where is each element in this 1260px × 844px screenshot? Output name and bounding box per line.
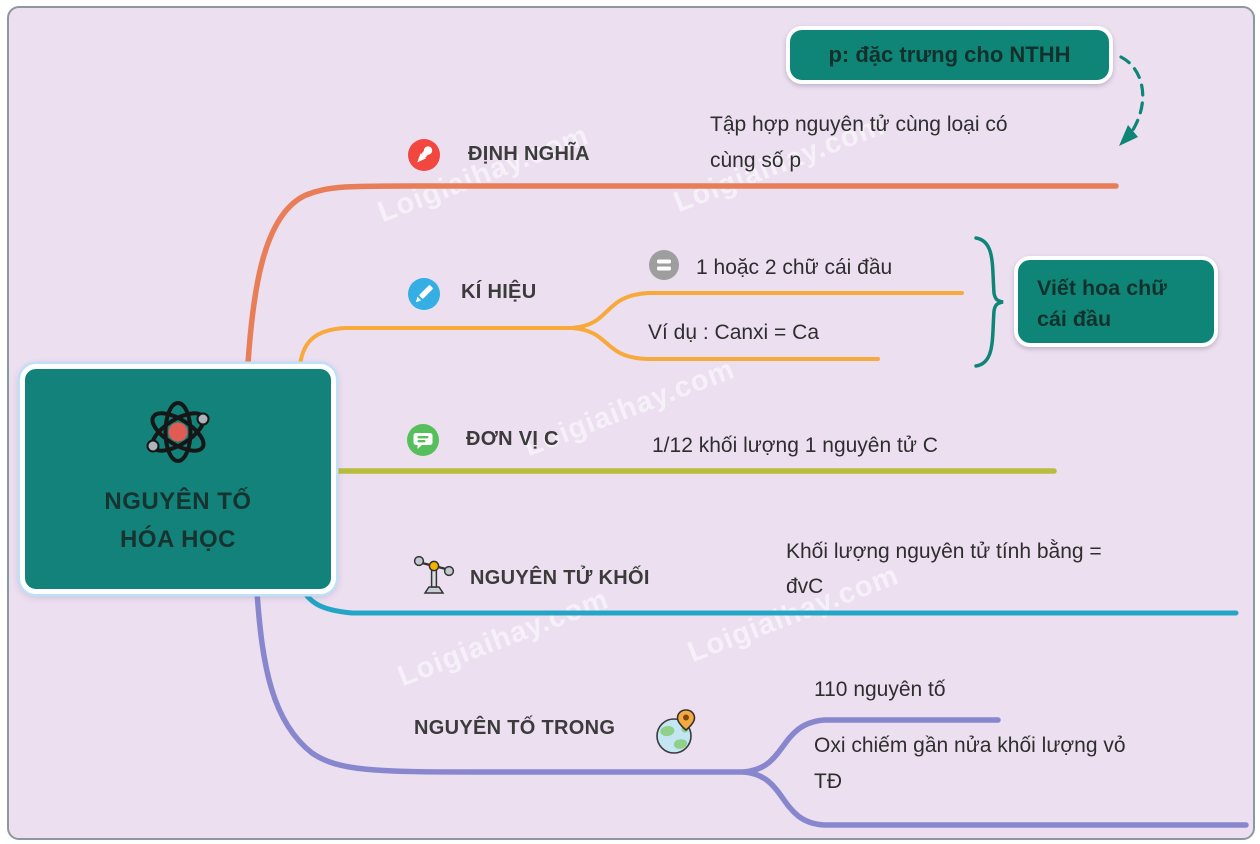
- note-don-vi-c: 1/12 khối lượng 1 nguyên tử C: [652, 434, 938, 457]
- note-nguyen-to-trong-2: Oxi chiếm gần nửa khối lượng vỏ TĐ: [814, 734, 1126, 793]
- balance-scale-icon: [413, 555, 455, 594]
- branch-label-ki-hieu: KÍ HIỆU: [461, 281, 537, 303]
- root-node: NGUYÊN TỐ HÓA HỌC: [20, 364, 336, 594]
- note-nguyen-to-trong-1: 110 nguyên tố: [814, 678, 946, 701]
- atom-icon: [146, 401, 210, 463]
- pencil-icon: [408, 278, 440, 310]
- pushpin-icon: [408, 139, 440, 171]
- branch-label-nguyen-tu-khoi: NGUYÊN TỬ KHỐI: [470, 567, 650, 589]
- note-ki-hieu-1: 1 hoặc 2 chữ cái đầu: [696, 256, 893, 279]
- root-title: NGUYÊN TỐ HÓA HỌC: [104, 488, 252, 553]
- equals-icon: [649, 250, 679, 280]
- chat-bubble-icon: [407, 424, 439, 456]
- note-nguyen-tu-khoi: Khối lượng nguyên tử tính bằng = đvC: [786, 540, 1102, 598]
- note-dinh-nghia: Tập hợp nguyên tử cùng loại có cùng số p: [710, 113, 1008, 172]
- branch-label-don-vi-c: ĐƠN VỊ C: [466, 428, 559, 450]
- note-ki-hieu-2: Ví dụ : Canxi = Ca: [648, 321, 820, 344]
- callout-viet-hoa: Viết hoa chữ cái đầu: [1014, 256, 1218, 347]
- globe-pin-icon: [656, 709, 696, 754]
- branch-label-nguyen-to-trong: NGUYÊN TỐ TRONG: [414, 717, 616, 739]
- callout-p-dac-trung: p: đặc trưng cho NTHH: [786, 26, 1113, 84]
- branch-label-dinh-nghia: ĐỊNH NGHĨA: [468, 143, 590, 165]
